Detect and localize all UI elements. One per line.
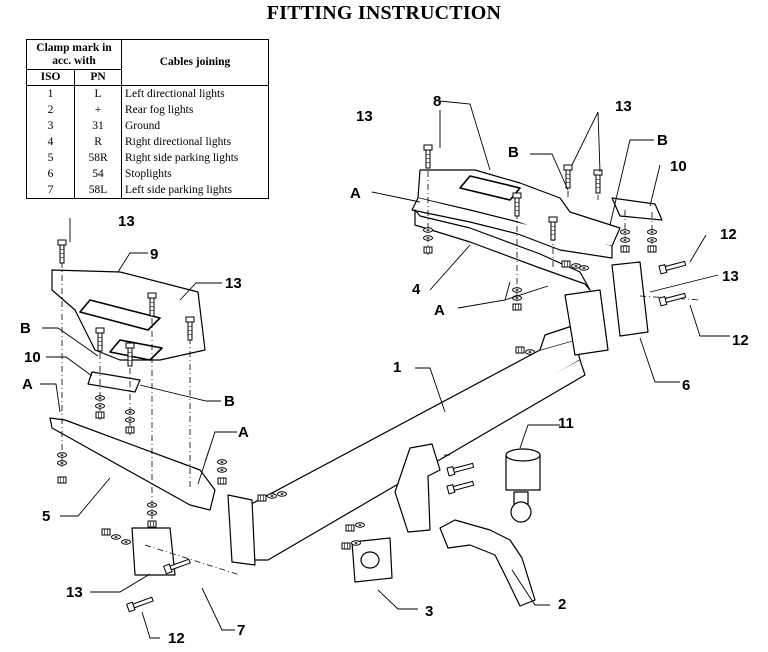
callout-3: 3: [425, 603, 433, 620]
callout-a: A: [22, 376, 33, 393]
callout-10: 10: [670, 158, 687, 175]
table-row: 1 L Left directional lights: [25, 85, 269, 102]
callout-b: B: [20, 320, 31, 337]
cell-pn: 58L: [74, 182, 122, 199]
cell-desc: Ground: [121, 118, 269, 134]
callout-4: 4: [412, 281, 421, 298]
callout-b: B: [657, 132, 668, 149]
callout-10: 10: [24, 349, 41, 366]
strip-5: [49, 417, 216, 511]
callout-2: 2: [558, 596, 566, 613]
strip-4: [414, 209, 591, 291]
table-row: 4 R Right directional lights: [25, 134, 269, 150]
leader-lines: [40, 100, 730, 639]
cell-iso: 5: [25, 150, 76, 166]
cell-iso: 1: [25, 85, 76, 102]
end-plate-7: [131, 494, 256, 576]
header-cables-joining: Cables joining: [121, 39, 269, 86]
callout-8: 8: [433, 93, 441, 110]
cell-desc: Left side parking lights: [121, 182, 269, 199]
ball-hitch-2: [439, 448, 541, 607]
table-row: 2 + Rear fog lights: [25, 102, 269, 118]
callout-a: A: [434, 302, 445, 319]
callout-12: 12: [168, 630, 185, 647]
callout-13: 13: [615, 98, 632, 115]
bracket-9: [51, 269, 206, 361]
cell-iso: 2: [25, 102, 76, 118]
cell-desc: Right side parking lights: [121, 150, 269, 166]
callout-6: 6: [682, 377, 690, 394]
callout-13: 13: [118, 213, 135, 230]
callout-13: 13: [722, 268, 739, 285]
callout-7: 7: [237, 622, 245, 639]
cell-desc: Right directional lights: [121, 134, 269, 150]
cell-iso: 7: [25, 182, 76, 199]
callout-13: 13: [66, 584, 83, 601]
cell-desc: Stoplights: [121, 166, 269, 182]
callout-12: 12: [720, 226, 737, 243]
table-row: 3 31 Ground: [25, 118, 269, 134]
callout-1: 1: [393, 359, 401, 376]
callout-12: 12: [732, 332, 749, 349]
cell-iso: 6: [25, 166, 76, 182]
callout-11: 11: [558, 415, 574, 432]
socket-bracket-3: [351, 443, 441, 583]
table-row: 5 58R Right side parking lights: [25, 150, 269, 166]
page-title: FITTING INSTRUCTION: [266, 2, 502, 24]
end-plate-6: [564, 261, 649, 356]
callout-a: A: [350, 185, 361, 202]
header-pn: PN: [74, 69, 122, 86]
plate-10-left: [87, 371, 141, 393]
callout-a: A: [238, 424, 249, 441]
table-row: 6 54 Stoplights: [25, 166, 269, 182]
header-iso: ISO: [25, 69, 76, 86]
callout-b: B: [508, 144, 519, 161]
callout-b: B: [224, 393, 235, 410]
callout-13: 13: [356, 108, 373, 125]
cell-desc: Rear fog lights: [121, 102, 269, 118]
cell-iso: 4: [25, 134, 76, 150]
assembly-lines: [61, 158, 701, 576]
callout-5: 5: [42, 508, 50, 525]
callout-labels: 13 9 13 B 10 A B A 5 13 12 7 13 8 13 B B…: [20, 93, 749, 647]
callout-13: 13: [225, 275, 242, 292]
cell-iso: 3: [25, 118, 76, 134]
cell-desc: Left directional lights: [121, 85, 269, 102]
plate-10-right: [611, 197, 663, 221]
header-clamp-mark: Clamp mark in acc. with: [26, 39, 122, 70]
callout-9: 9: [150, 246, 158, 263]
cable-legend-table: Clamp mark in acc. with Cables joining I…: [25, 39, 269, 199]
table-row: 7 58L Left side parking lights: [25, 182, 269, 199]
